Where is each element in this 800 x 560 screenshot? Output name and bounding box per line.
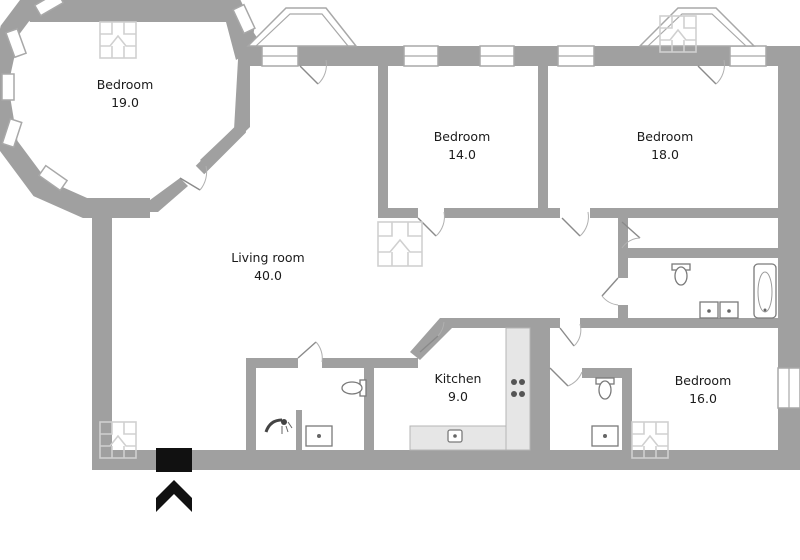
bedroom-1-diagonal-wall — [200, 66, 250, 168]
door-bedroom-1-arc — [199, 165, 208, 191]
room-label-kitchen: Kitchen — [435, 371, 482, 386]
bedroom-2-east-wall — [538, 66, 548, 218]
room-label-bedroom-2: Bedroom — [434, 129, 491, 144]
kitchen-east-wall — [530, 328, 540, 450]
watermark-logo-icon — [99, 15, 697, 459]
door-bathroom-1 — [601, 277, 619, 297]
wc-sink-drain — [317, 434, 321, 438]
fixtures — [264, 263, 777, 451]
doors — [179, 59, 725, 387]
toilet-icon — [671, 263, 691, 286]
bathtub-icon — [753, 263, 777, 319]
bath2-east-wall — [622, 368, 632, 450]
room-label-bedroom-3: Bedroom — [637, 129, 694, 144]
door-bay-2-arc — [715, 59, 725, 85]
shower-icon — [264, 418, 293, 434]
bath1-sink-drain-a — [707, 309, 711, 313]
room-area-bedroom-1: 19.0 — [111, 95, 139, 110]
kitchen-north-wall — [410, 318, 548, 360]
room-label-living-room: Living room — [231, 250, 304, 265]
bedroom-2-south-wall-a — [378, 208, 418, 218]
entrance-arrow-icon — [156, 480, 192, 512]
toilet-icon — [341, 379, 367, 397]
bathroom-west-wall-b — [618, 305, 628, 327]
door-bathroom-1-arc — [601, 295, 619, 306]
bath2-north-wall-b — [582, 368, 632, 378]
bedroom-3-south-wall-b — [590, 208, 780, 218]
bathroom-west-wall — [618, 258, 628, 278]
bedroom-3-south-wall-a — [548, 208, 560, 218]
room-area-bedroom-4: 16.0 — [689, 391, 717, 406]
hall-wall-2 — [618, 248, 780, 258]
door-kitchen-arc — [437, 321, 445, 337]
room-labels: Bedroom 19.0 Bedroom 14.0 Bedroom 18.0 L… — [97, 77, 732, 406]
door-wc-arc — [315, 341, 323, 363]
window-bay-3 — [1, 73, 15, 101]
bay-window-north-1 — [246, 7, 358, 47]
window-bay-6 — [232, 3, 256, 35]
room-area-living-room: 40.0 — [254, 268, 282, 283]
window-bay-2 — [4, 27, 28, 59]
wc-east-wall — [364, 358, 374, 450]
south-outer-wall — [92, 450, 800, 470]
door-bedroom-1 — [179, 177, 201, 191]
room-label-bedroom-1: Bedroom — [97, 77, 154, 92]
bay-window-north-2-inner — [647, 13, 747, 47]
bay-window-north-2 — [638, 7, 756, 47]
wc-north-wall-a — [246, 358, 298, 368]
wc-divider-wall — [296, 410, 302, 450]
door-closet-arc — [621, 237, 641, 249]
room-area-bedroom-2: 14.0 — [448, 147, 476, 162]
bay-window-north-1-inner — [255, 13, 349, 47]
door-bedroom-3 — [561, 217, 581, 237]
bath2-sink-drain — [603, 434, 607, 438]
bath1-sink-drain-b — [727, 309, 731, 313]
kitchen-north-wall-b — [548, 318, 560, 328]
kitchen-counter-side — [505, 327, 531, 451]
walls — [0, 0, 800, 470]
room-label-bedroom-4: Bedroom — [675, 373, 732, 388]
door-bedroom-4-arc — [573, 323, 582, 347]
east-outer-wall — [778, 46, 800, 470]
window-bay-1 — [33, 0, 65, 17]
door-bay-2 — [697, 65, 717, 85]
door-kitchen — [419, 335, 439, 353]
north-outer-wall — [248, 46, 800, 66]
windows — [1, 0, 800, 409]
door-bay-1-arc — [317, 59, 327, 85]
bay-wall-bedroom-1 — [20, 0, 262, 60]
window-bay-4 — [1, 117, 23, 149]
door-closet — [621, 221, 641, 239]
toilet-icon — [595, 377, 615, 400]
door-bathroom-2 — [549, 367, 569, 387]
bedroom-4-west-wall — [540, 328, 550, 450]
stove-icon — [511, 379, 525, 397]
kitchen-sink-drain — [453, 434, 457, 438]
window-bay-5 — [37, 164, 69, 192]
door-bedroom-4 — [559, 327, 575, 347]
door-wc — [297, 341, 317, 359]
hall-wall-1 — [618, 218, 628, 248]
room-area-kitchen: 9.0 — [448, 389, 468, 404]
bedroom-2-south-wall-b — [444, 208, 544, 218]
door-bathroom-2-arc — [567, 371, 583, 387]
west-outer-wall — [92, 212, 112, 470]
bedroom-1-south-wall — [92, 178, 188, 212]
door-bedroom-2 — [417, 217, 437, 237]
door-bedroom-3-arc — [579, 211, 589, 237]
bathroom-south-wall — [580, 318, 780, 328]
entrance-door — [156, 448, 192, 472]
door-bedroom-2-arc — [435, 211, 445, 237]
room-area-bedroom-3: 18.0 — [651, 147, 679, 162]
bedroom-2-west-wall — [378, 66, 388, 218]
door-bay-1 — [299, 65, 319, 85]
wc-west-wall — [246, 358, 256, 450]
